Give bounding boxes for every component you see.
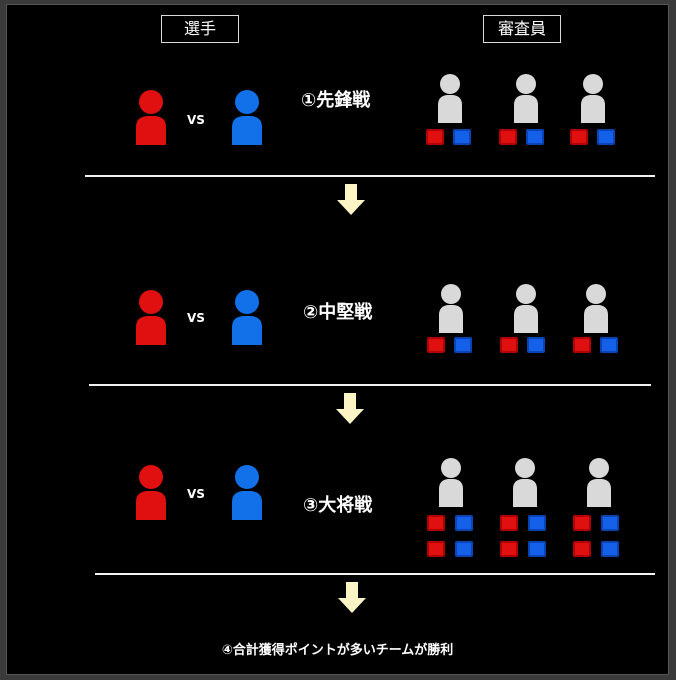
- red-vote-marker: [500, 541, 518, 557]
- round-2-label: ②中堅戦: [303, 302, 373, 323]
- blue-vote-marker: [454, 337, 472, 353]
- final-note: ④合計獲得ポイントが多いチームが勝利: [221, 643, 454, 658]
- judge-icon: [581, 74, 605, 123]
- red-player-icon: [136, 290, 166, 345]
- red-vote-marker: [573, 541, 591, 557]
- judges-header: 審査員: [483, 15, 561, 43]
- red-vote-marker: [500, 515, 518, 531]
- blue-vote-marker: [597, 129, 615, 145]
- down-arrow-icon: [336, 393, 364, 424]
- judge-icon: [584, 284, 608, 333]
- judge-icon: [439, 458, 463, 507]
- vs-label: VS: [187, 487, 205, 501]
- red-vote-marker: [426, 129, 444, 145]
- red-vote-marker: [427, 337, 445, 353]
- red-vote-marker: [500, 337, 518, 353]
- blue-vote-marker: [455, 515, 473, 531]
- judge-icon: [514, 74, 538, 123]
- red-vote-marker: [427, 515, 445, 531]
- red-vote-marker: [427, 541, 445, 557]
- judge-icon: [439, 284, 463, 333]
- red-player-icon: [136, 90, 166, 145]
- red-player-icon: [136, 465, 166, 520]
- vs-label: VS: [187, 113, 205, 127]
- blue-player-icon: [232, 290, 262, 345]
- section-divider: [89, 384, 651, 386]
- red-vote-marker: [570, 129, 588, 145]
- red-vote-marker: [573, 515, 591, 531]
- section-divider: [95, 573, 655, 575]
- blue-vote-marker: [528, 515, 546, 531]
- judge-icon: [514, 284, 538, 333]
- red-vote-marker: [499, 129, 517, 145]
- blue-vote-marker: [528, 541, 546, 557]
- judge-icon: [438, 74, 462, 123]
- diagram-frame: 選手 審査員 VS ①先鋒戦 VS ②中堅戦: [6, 4, 669, 675]
- players-header: 選手: [161, 15, 239, 43]
- blue-vote-marker: [526, 129, 544, 145]
- blue-player-icon: [232, 90, 262, 145]
- blue-vote-marker: [601, 515, 619, 531]
- blue-vote-marker: [527, 337, 545, 353]
- judge-icon: [513, 458, 537, 507]
- blue-vote-marker: [601, 541, 619, 557]
- round-3-label: ③大将戦: [303, 495, 373, 516]
- down-arrow-icon: [338, 582, 366, 613]
- judge-icon: [587, 458, 611, 507]
- blue-vote-marker: [453, 129, 471, 145]
- round-1-label: ①先鋒戦: [301, 90, 371, 111]
- blue-vote-marker: [455, 541, 473, 557]
- vs-label: VS: [187, 311, 205, 325]
- down-arrow-icon: [337, 184, 365, 215]
- blue-player-icon: [232, 465, 262, 520]
- section-divider: [85, 175, 655, 177]
- blue-vote-marker: [600, 337, 618, 353]
- red-vote-marker: [573, 337, 591, 353]
